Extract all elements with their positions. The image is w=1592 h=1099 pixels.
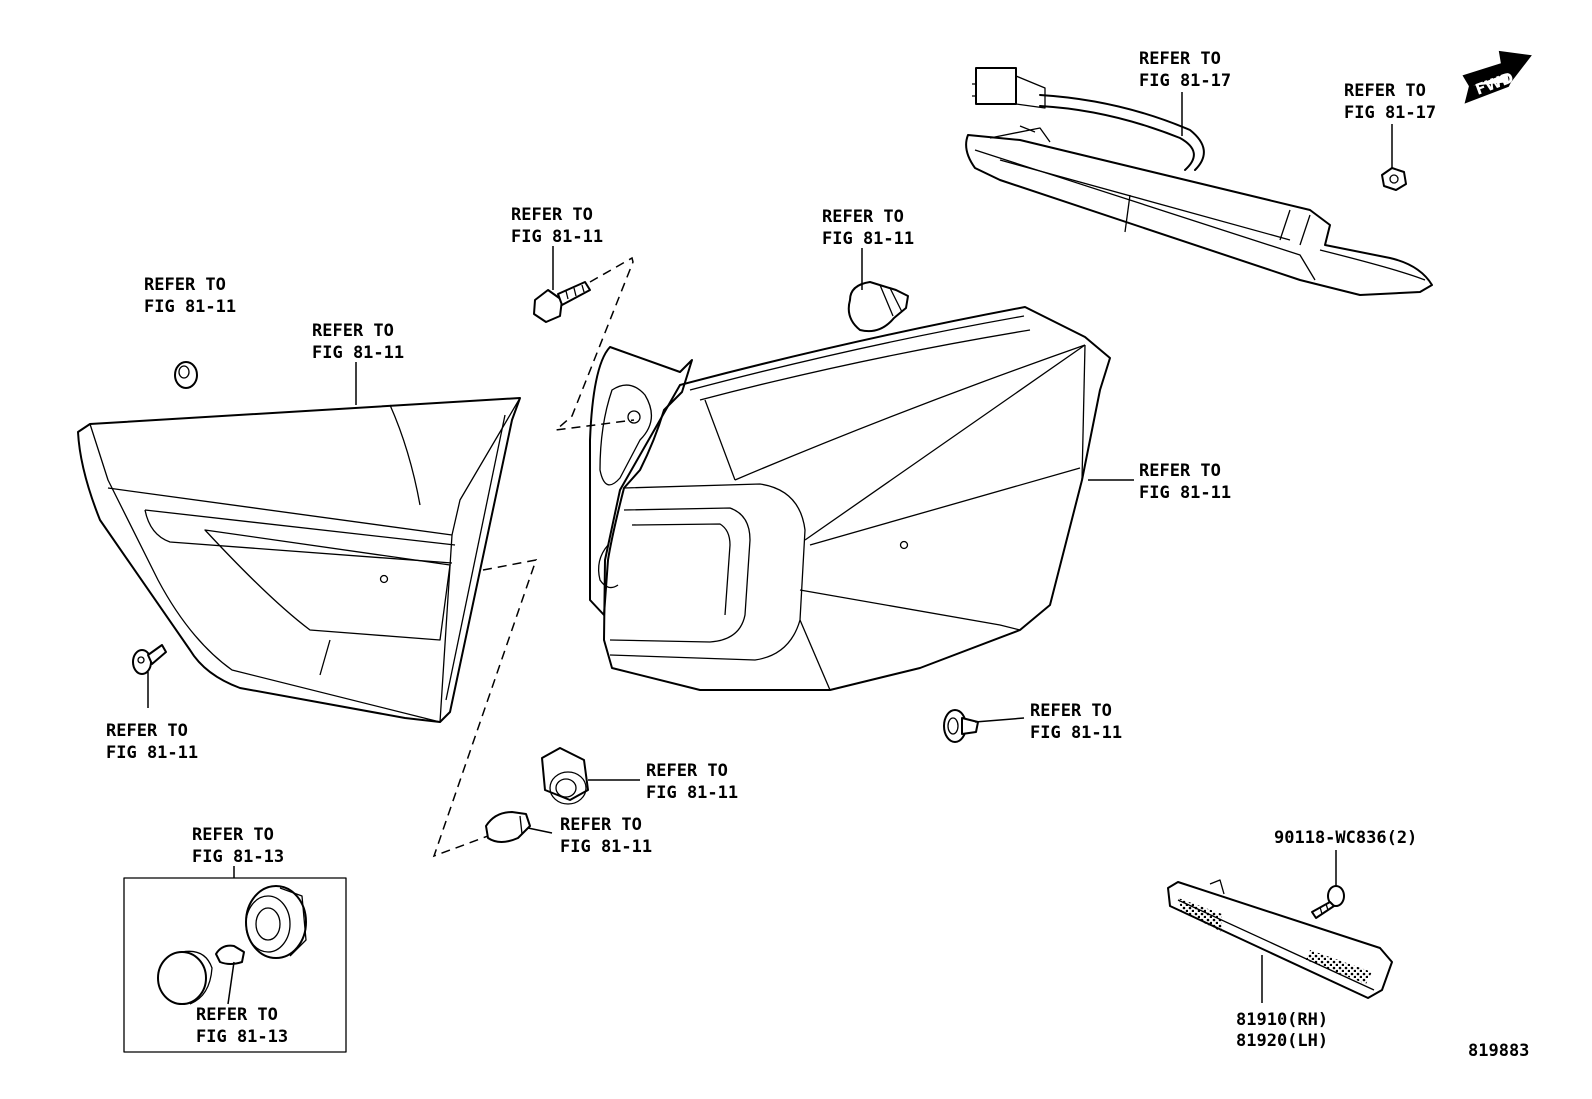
callout-c1: REFER TO FIG 81-11 xyxy=(144,275,236,317)
reflector-part-lh: 81920(LH) xyxy=(1236,1031,1328,1051)
callout-c13: REFER TO FIG 81-13 xyxy=(196,1005,288,1047)
nut-left xyxy=(174,361,198,389)
socket xyxy=(541,747,589,805)
callout-c10: REFER TO FIG 81-17 xyxy=(1139,49,1231,91)
callout-c2-line2: FIG 81-11 xyxy=(312,343,404,363)
clip-right xyxy=(943,709,979,743)
outer-tail-lamp xyxy=(589,306,1111,691)
callout-c13-line2: FIG 81-13 xyxy=(196,1027,288,1047)
callout-c10-line1: REFER TO xyxy=(1139,49,1221,69)
callout-c3: REFER TO FIG 81-11 xyxy=(511,205,603,247)
inner-tail-lamp xyxy=(77,397,521,723)
fasteners xyxy=(132,167,1407,919)
callout-c12: REFER TO FIG 81-13 xyxy=(192,825,284,867)
bulb-stop xyxy=(847,281,909,333)
callout-c1-line2: FIG 81-11 xyxy=(144,297,236,317)
diagram-id: 819883 xyxy=(1468,1041,1529,1061)
callout-c7-line2: FIG 81-11 xyxy=(1030,723,1122,743)
callout-c3-line2: FIG 81-11 xyxy=(511,227,603,247)
callout-c12-line2: FIG 81-13 xyxy=(192,847,284,867)
detail-box xyxy=(123,877,347,1053)
detail-socket xyxy=(245,885,307,959)
callout-c8-line2: FIG 81-11 xyxy=(646,783,738,803)
bolt-center xyxy=(533,281,591,323)
reflector-part-rh: 81910(RH) xyxy=(1236,1010,1328,1030)
callout-c8: REFER TO FIG 81-11 xyxy=(646,761,738,803)
screw-part-number: 90118-WC836(2) xyxy=(1274,828,1417,848)
callout-c7: REFER TO FIG 81-11 xyxy=(1030,701,1122,743)
callout-c4: REFER TO FIG 81-11 xyxy=(822,207,914,249)
callout-c11-line2: FIG 81-17 xyxy=(1344,103,1436,123)
callout-c1-line1: REFER TO xyxy=(144,275,226,295)
callout-c4-line2: FIG 81-11 xyxy=(822,229,914,249)
screw xyxy=(1311,885,1345,919)
callout-c7-line1: REFER TO xyxy=(1030,701,1112,721)
callout-c5-line1: REFER TO xyxy=(1139,461,1221,481)
bulb-small xyxy=(485,811,531,843)
callout-c9-line1: REFER TO xyxy=(560,815,642,835)
leader-lines xyxy=(147,92,1393,1005)
callout-c6-line1: REFER TO xyxy=(106,721,188,741)
callout-c11-line1: REFER TO xyxy=(1344,81,1426,101)
rear-reflector xyxy=(1167,879,1393,999)
callout-c11: REFER TO FIG 81-17 xyxy=(1344,81,1436,123)
callout-c6: REFER TO FIG 81-11 xyxy=(106,721,198,763)
callout-c2-line1: REFER TO xyxy=(312,321,394,341)
nut-right xyxy=(1381,167,1407,191)
detail-bulb xyxy=(215,944,245,965)
callout-c4-line1: REFER TO xyxy=(822,207,904,227)
callout-c9: REFER TO FIG 81-11 xyxy=(560,815,652,857)
high-mount-stop-lamp xyxy=(965,67,1433,296)
callout-c5: REFER TO FIG 81-11 xyxy=(1139,461,1231,503)
callout-c6-line2: FIG 81-11 xyxy=(106,743,198,763)
guide-lines xyxy=(432,256,635,858)
callout-c3-line1: REFER TO xyxy=(511,205,593,225)
callout-c10-line2: FIG 81-17 xyxy=(1139,71,1231,91)
callout-c13-line1: REFER TO xyxy=(196,1005,278,1025)
callout-c5-line2: FIG 81-11 xyxy=(1139,483,1231,503)
clip-left xyxy=(132,644,167,675)
detail-lens xyxy=(157,950,213,1005)
fwd-arrow: FWD xyxy=(1462,50,1532,104)
callout-c8-line1: REFER TO xyxy=(646,761,728,781)
callout-c9-line2: FIG 81-11 xyxy=(560,837,652,857)
callout-c2: REFER TO FIG 81-11 xyxy=(312,321,404,363)
callout-c12-line1: REFER TO xyxy=(192,825,274,845)
